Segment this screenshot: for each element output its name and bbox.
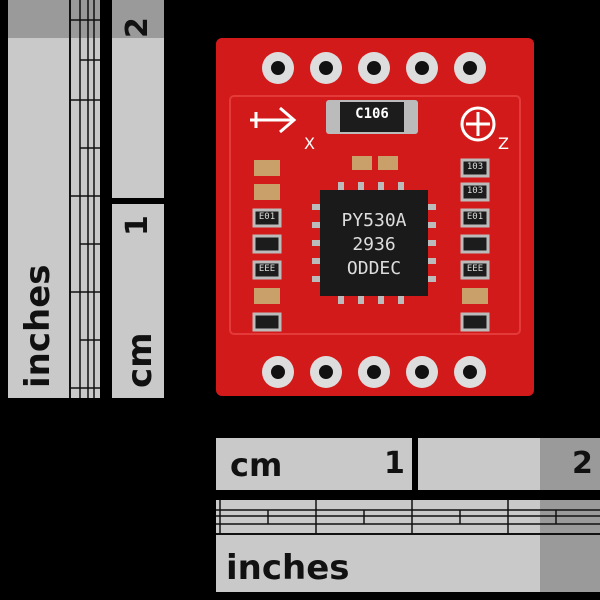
horizontal-cm-ruler: cm 1 2: [216, 438, 600, 490]
horizontal-inch-ticks: [216, 500, 600, 535]
chip-line-1: PY530A: [341, 210, 407, 231]
right-passive-components: [460, 158, 490, 332]
accelerometer-breakout-board: C106 X Z PY530A 2936 ODDEC 103 103 E01 E…: [216, 38, 534, 396]
horizontal-inch-label: inches: [226, 548, 350, 588]
vertical-inch-ticks: [69, 0, 100, 398]
vertical-cm-label: cm: [120, 332, 160, 388]
resistor-mark-5: EEE: [258, 264, 276, 274]
resistor-mark-2: 103: [466, 186, 484, 196]
left-passive-components: [252, 160, 282, 332]
bottom-header-pins: [262, 356, 486, 388]
vertical-cm-mark-1: 1: [120, 215, 155, 236]
axis-z-label: Z: [498, 134, 509, 153]
chip-pins: [312, 182, 436, 304]
x-axis-arrow-icon: [250, 106, 297, 134]
top-cap-1: [352, 156, 372, 170]
horizontal-cm-mark-1: 1: [384, 446, 405, 481]
capacitor-body: [340, 102, 404, 132]
resistor-mark-6: EEE: [466, 264, 484, 274]
horizontal-cm-mark-2: 2: [572, 446, 593, 481]
resistor-mark-1: 103: [466, 162, 484, 172]
vertical-cm-ruler: 2 1 cm: [112, 0, 164, 398]
chip-line-2: 2936: [352, 234, 396, 255]
resistor-mark-3: E01: [258, 212, 276, 222]
vertical-inch-label: inches: [18, 264, 58, 388]
horizontal-cm-label: cm: [230, 446, 283, 484]
axis-x-label: X: [304, 134, 315, 153]
chip-line-3: ODDEC: [346, 258, 402, 279]
z-axis-symbol-icon: [460, 106, 496, 142]
top-header-pins: [262, 52, 486, 84]
pcb-trace-outline: [229, 95, 521, 335]
top-cap-2: [378, 156, 398, 170]
horizontal-inch-ruler: inches: [216, 500, 600, 592]
pcb-drawing: [216, 38, 534, 396]
vertical-inch-ruler: inches: [8, 0, 100, 398]
capacitor-label: C106: [355, 106, 389, 122]
accelerometer-chip: [320, 190, 428, 296]
vertical-cm-mark-2: 2: [120, 17, 155, 38]
resistor-mark-4: E01: [466, 212, 484, 222]
